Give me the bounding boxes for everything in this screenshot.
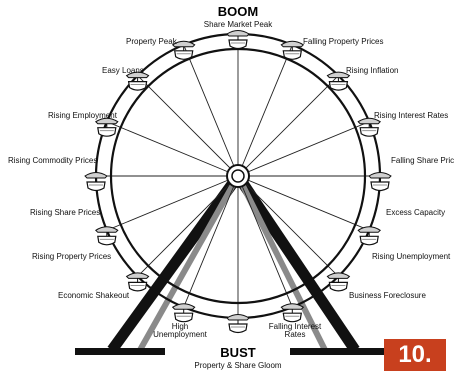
spoke [238,176,338,276]
gondola [173,304,195,322]
gondola [127,273,149,291]
gondola-cabin [229,324,247,333]
gondola [281,41,303,59]
spoke [238,45,292,176]
gondola-cabin [175,313,193,322]
spoke [138,76,238,176]
gondola-cabin [129,282,147,291]
gondola [96,227,118,245]
label-falling-property-prices: Falling Property Prices [303,38,383,46]
gondola-cabin [98,236,116,245]
gondola-cabin [98,128,116,137]
boom-subtitle: Share Market Peak [188,20,288,29]
gondola-roof [127,273,149,279]
label-rising-employment: Rising Employment [48,112,117,120]
label-high-unemployment: High Unemployment [148,323,212,340]
left-base [75,348,165,355]
right-base [290,348,388,355]
gondola-roof [327,273,349,279]
label-rising-commodity-prices: Rising Commodity Prices [8,157,97,165]
spoke [184,45,238,176]
gondola-roof [227,315,249,321]
gondola-roof [85,173,107,179]
label-rising-unemployment: Rising Unemployment [372,253,450,261]
gondola-cabin [360,128,378,137]
spoke [238,122,369,176]
label-high-unemployment-line-2: Unemployment [148,331,212,339]
label-business-foreclosure: Business Foreclosure [349,292,426,300]
gondola-cabin [87,182,105,191]
label-falling-interest-rates: Falling Interest Rates [260,323,330,340]
gondola-cabin [175,51,193,60]
gondola-roof [227,31,249,37]
gondola-cabin [229,40,247,49]
gondola-cabin [283,313,301,322]
gondola-cabin [283,51,301,60]
gondola [281,304,303,322]
gondola-cabin [329,82,347,91]
gondola [85,173,107,191]
gondola-cabin [371,182,389,191]
label-rising-interest-rates: Rising Interest Rates [374,112,448,120]
gondola [227,31,249,49]
gondola [358,227,380,245]
gondola [227,315,249,333]
label-excess-capacity: Excess Capacity [386,209,445,217]
bust-subtitle: Property & Share Gloom [180,361,296,370]
label-rising-inflation: Rising Inflation [346,67,398,75]
gondola-roof [369,173,391,179]
label-property-peak: Property Peak [126,38,177,46]
gondola-cabin [129,82,147,91]
label-rising-share-prices: Rising Share Prices [30,209,100,217]
gondola [369,173,391,191]
hub-inner [232,170,244,182]
gondola-cabin [360,236,378,245]
spoke [107,122,238,176]
gondola-cabin [329,282,347,291]
boom-title: BOOM [200,4,276,19]
page-number-badge: 10. [384,339,446,371]
label-rising-property-prices: Rising Property Prices [32,253,111,261]
spoke [238,76,338,176]
gondola [96,118,118,136]
gondola [327,273,349,291]
label-economic-shakeout: Economic Shakeout [58,292,129,300]
gondola [358,118,380,136]
label-falling-interest-rates-line-2: Rates [260,331,330,339]
label-falling-share-prices: Falling Share Prices [391,157,454,165]
label-easy-loans: Easy Loans [102,67,144,75]
bust-title: BUST [200,345,276,360]
